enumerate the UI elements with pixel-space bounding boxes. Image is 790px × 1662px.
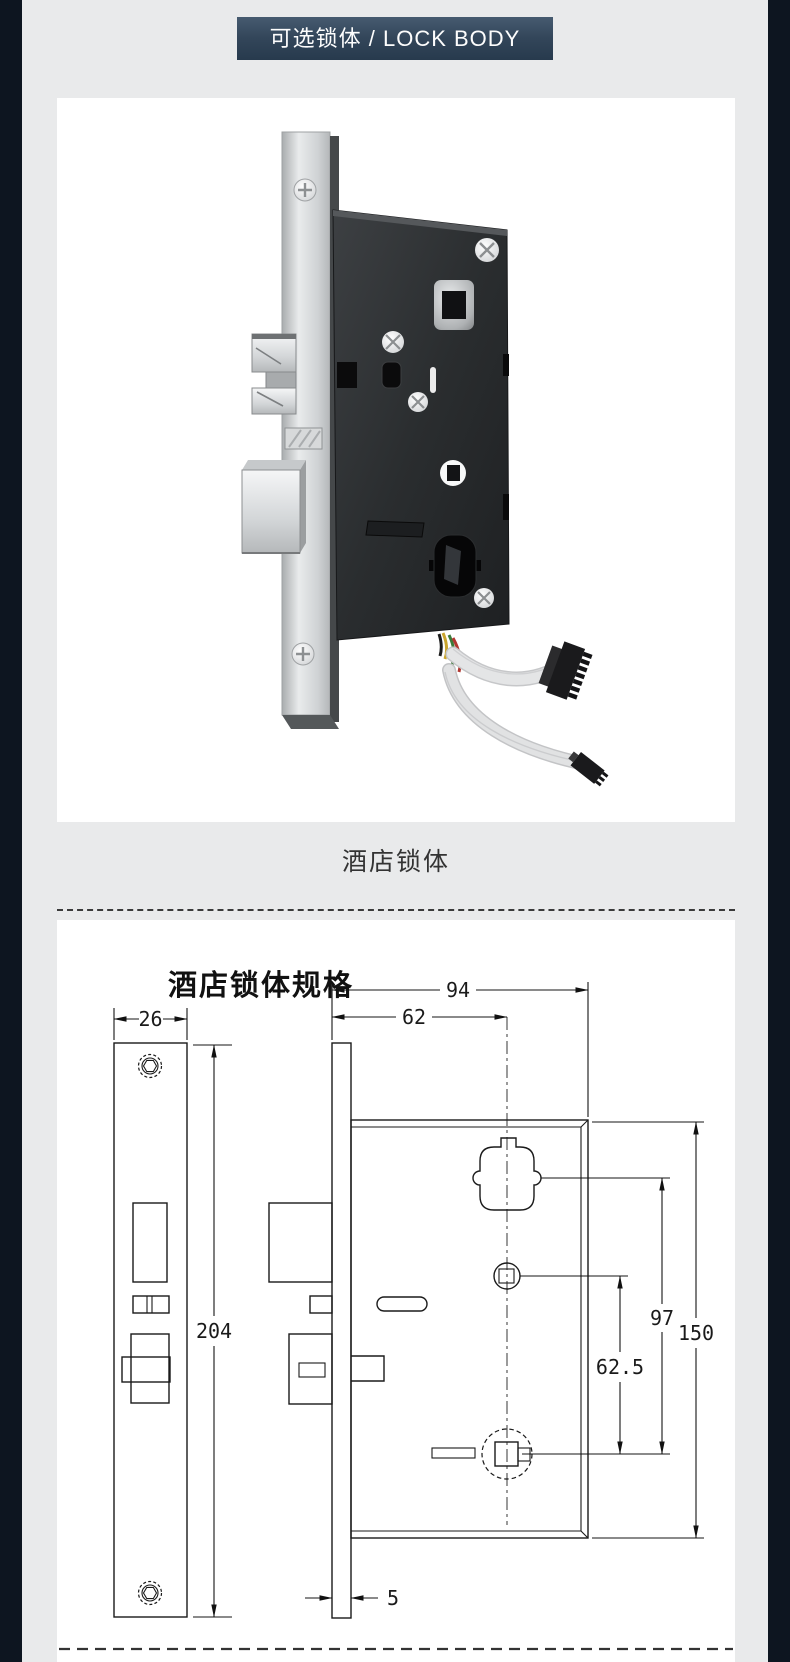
dim-body-depth: 94 (331, 978, 589, 1117)
oval-cutout (376, 1296, 428, 1312)
deadbolt (241, 460, 306, 554)
product-photo-panel (57, 98, 735, 822)
spec-drawing: 26 204 94 62 (59, 978, 733, 1651)
case-screw-2 (382, 331, 404, 353)
latch-bolt (251, 333, 297, 415)
dim-label-5: 5 (387, 1586, 399, 1610)
dim-label-150: 150 (678, 1321, 714, 1345)
cylinder-hub (431, 1428, 533, 1480)
faceplate-screw-top (293, 178, 317, 202)
spec-title: 酒店锁体规格 (168, 968, 355, 1002)
trigger-cutout (132, 1295, 170, 1314)
spec-panel: 酒店锁体规格 (57, 920, 735, 1662)
screw-hole-top (137, 1053, 163, 1079)
cylinder-hole (429, 534, 481, 598)
side-notch (351, 1355, 385, 1382)
drawing-left-view (113, 1042, 188, 1618)
dim-hub-to-cylinder: 97 (522, 1177, 674, 1455)
section-badge: 可选锁体 / LOCK BODY (237, 17, 553, 60)
trigger-side (309, 1295, 333, 1314)
faceplate-section (331, 1042, 352, 1619)
hub-cutout (472, 1137, 542, 1211)
slot-slit (430, 367, 436, 393)
square-hole (381, 361, 402, 389)
dim-faceplate-thickness: 5 (305, 1586, 399, 1610)
deadbolt-front (121, 1333, 171, 1404)
deadbolt-side (288, 1333, 333, 1405)
section-badge-label: 可选锁体 / LOCK BODY (269, 26, 521, 51)
dim-label-204: 204 (196, 1319, 232, 1343)
dim-faceplate-height: 204 (193, 1044, 232, 1618)
screw-hole-bottom (137, 1580, 163, 1606)
latch-cutout (132, 1202, 168, 1283)
cable-b (442, 663, 592, 771)
dashed-divider-top (57, 909, 735, 911)
right-dark-strip (768, 0, 790, 1662)
lock-body-case (332, 209, 510, 641)
center-hole (440, 460, 466, 486)
connector-b (568, 751, 609, 787)
dim-body-height: 150 (592, 1121, 714, 1539)
case-screw-4 (474, 588, 494, 608)
dim-faceplate-width: 26 (113, 1007, 188, 1040)
product-caption: 酒店锁体 (341, 848, 450, 876)
drawing-right-view (268, 1017, 589, 1619)
faceplate-edge (330, 136, 339, 722)
faceplate-screw-bottom (291, 642, 315, 666)
case-screw-3 (408, 392, 428, 412)
faceplate-insert-plate (284, 427, 323, 450)
deadlatch-plate (337, 362, 357, 388)
dim-label-26: 26 (138, 1007, 162, 1031)
lock-photo (241, 131, 609, 787)
dim-backset: 62 (331, 1005, 508, 1029)
case-outline (350, 1119, 589, 1539)
dim-label-62: 62 (402, 1005, 426, 1029)
spindle-hub (434, 280, 474, 330)
left-dark-strip (0, 0, 22, 1662)
dim-label-62-5: 62.5 (596, 1355, 644, 1379)
dim-oval-to-cylinder: 62.5 (520, 1275, 644, 1455)
oval-slot (365, 520, 425, 538)
lock-faceplate (281, 131, 339, 729)
connector-a (538, 641, 593, 700)
case-screw-1 (475, 238, 499, 262)
dim-label-94: 94 (446, 978, 470, 1002)
dim-label-97: 97 (650, 1306, 674, 1330)
latch-side (268, 1202, 333, 1283)
